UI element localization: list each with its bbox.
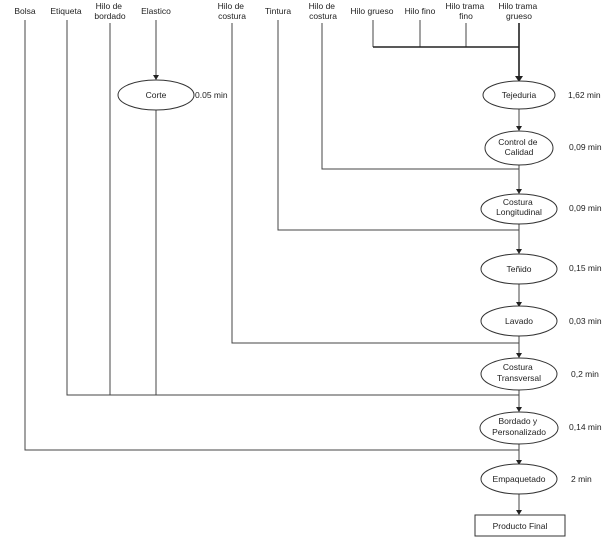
connector-bolsa bbox=[24, 20, 519, 451]
node-empaquetado: Empaquetado bbox=[480, 463, 558, 495]
node-corte-time: 0.05 min bbox=[195, 90, 228, 100]
arrowhead-costura-trans bbox=[516, 353, 522, 358]
node-corte-label: Corte bbox=[146, 90, 167, 100]
node-costura-transversal-time: 0,2 min bbox=[571, 369, 599, 379]
node-corte: Corte bbox=[117, 79, 195, 111]
input-label-elastico: Elastico bbox=[141, 6, 171, 16]
arrowhead-tejeduria bbox=[515, 76, 523, 82]
node-costura-longitudinal-label: Costura Longitudinal bbox=[496, 197, 542, 217]
node-tejeduria-time: 1,62 min bbox=[568, 90, 601, 100]
arrowhead-bordado bbox=[516, 407, 522, 412]
node-tejeduria: Tejeduria bbox=[482, 80, 556, 110]
input-label-hilo-costura-2: Hilo de costura bbox=[309, 1, 338, 21]
node-lavado-time: 0,03 min bbox=[569, 316, 602, 326]
connector-etiqueta bbox=[66, 20, 519, 396]
node-control-calidad-label: Control de Calidad bbox=[498, 137, 540, 157]
node-lavado-label: Lavado bbox=[505, 316, 533, 326]
input-label-tintura: Tintura bbox=[265, 6, 291, 16]
connector-tintura bbox=[277, 20, 519, 231]
connector-hilo-costura-1 bbox=[231, 23, 519, 344]
node-empaquetado-time: 2 min bbox=[571, 474, 592, 484]
node-costura-longitudinal: Costura Longitudinal bbox=[480, 193, 558, 225]
node-tenido-label: Teñido bbox=[506, 264, 531, 274]
arrowhead-control bbox=[516, 126, 522, 131]
node-costura-longitudinal-time: 0,09 min bbox=[569, 203, 602, 213]
arrowhead-empaquetado bbox=[516, 460, 522, 465]
node-tenido: Teñido bbox=[480, 253, 558, 285]
node-bordado-personalizado-label: Bordado y Personalizado bbox=[492, 416, 546, 437]
node-costura-transversal-label: Costura Transversal bbox=[497, 362, 541, 383]
node-tejeduria-label: Tejeduria bbox=[502, 90, 537, 100]
input-label-hilo-trama-fino: Hilo trama fino bbox=[445, 1, 486, 21]
node-control-calidad-time: 0,09 min bbox=[569, 142, 602, 152]
node-empaquetado-label: Empaquetado bbox=[493, 474, 546, 484]
input-label-etiqueta: Etiqueta bbox=[50, 6, 81, 16]
arrowhead-final bbox=[516, 510, 522, 515]
node-tenido-time: 0,15 min bbox=[569, 263, 602, 273]
node-bordado-personalizado-time: 0,14 min bbox=[569, 422, 602, 432]
node-lavado: Lavado bbox=[480, 305, 558, 337]
arrowhead-corte bbox=[153, 75, 159, 80]
arrowhead-costura-long bbox=[516, 189, 522, 194]
input-label-hilo-grueso: Hilo grueso bbox=[351, 6, 394, 16]
input-label-hilo-trama-grueso: Hilo trama grueso bbox=[498, 1, 539, 21]
input-label-hilo-bordado: Hilo de bordado bbox=[94, 1, 125, 21]
input-label-hilo-costura-1: Hilo de costura bbox=[218, 1, 247, 21]
node-producto-final-label: Producto Final bbox=[493, 521, 548, 531]
input-label-hilo-fino: Hilo fino bbox=[405, 6, 436, 16]
arrowhead-lavado bbox=[516, 302, 522, 307]
connector-hilo-costura-2 bbox=[321, 23, 519, 170]
node-costura-transversal: Costura Transversal bbox=[480, 357, 558, 391]
arrowhead-tenido bbox=[516, 249, 522, 254]
input-label-bolsa: Bolsa bbox=[14, 6, 36, 16]
node-producto-final: Producto Final bbox=[474, 514, 566, 537]
node-control-calidad: Control de Calidad bbox=[484, 130, 554, 166]
node-bordado-personalizado: Bordado y Personalizado bbox=[479, 411, 559, 445]
